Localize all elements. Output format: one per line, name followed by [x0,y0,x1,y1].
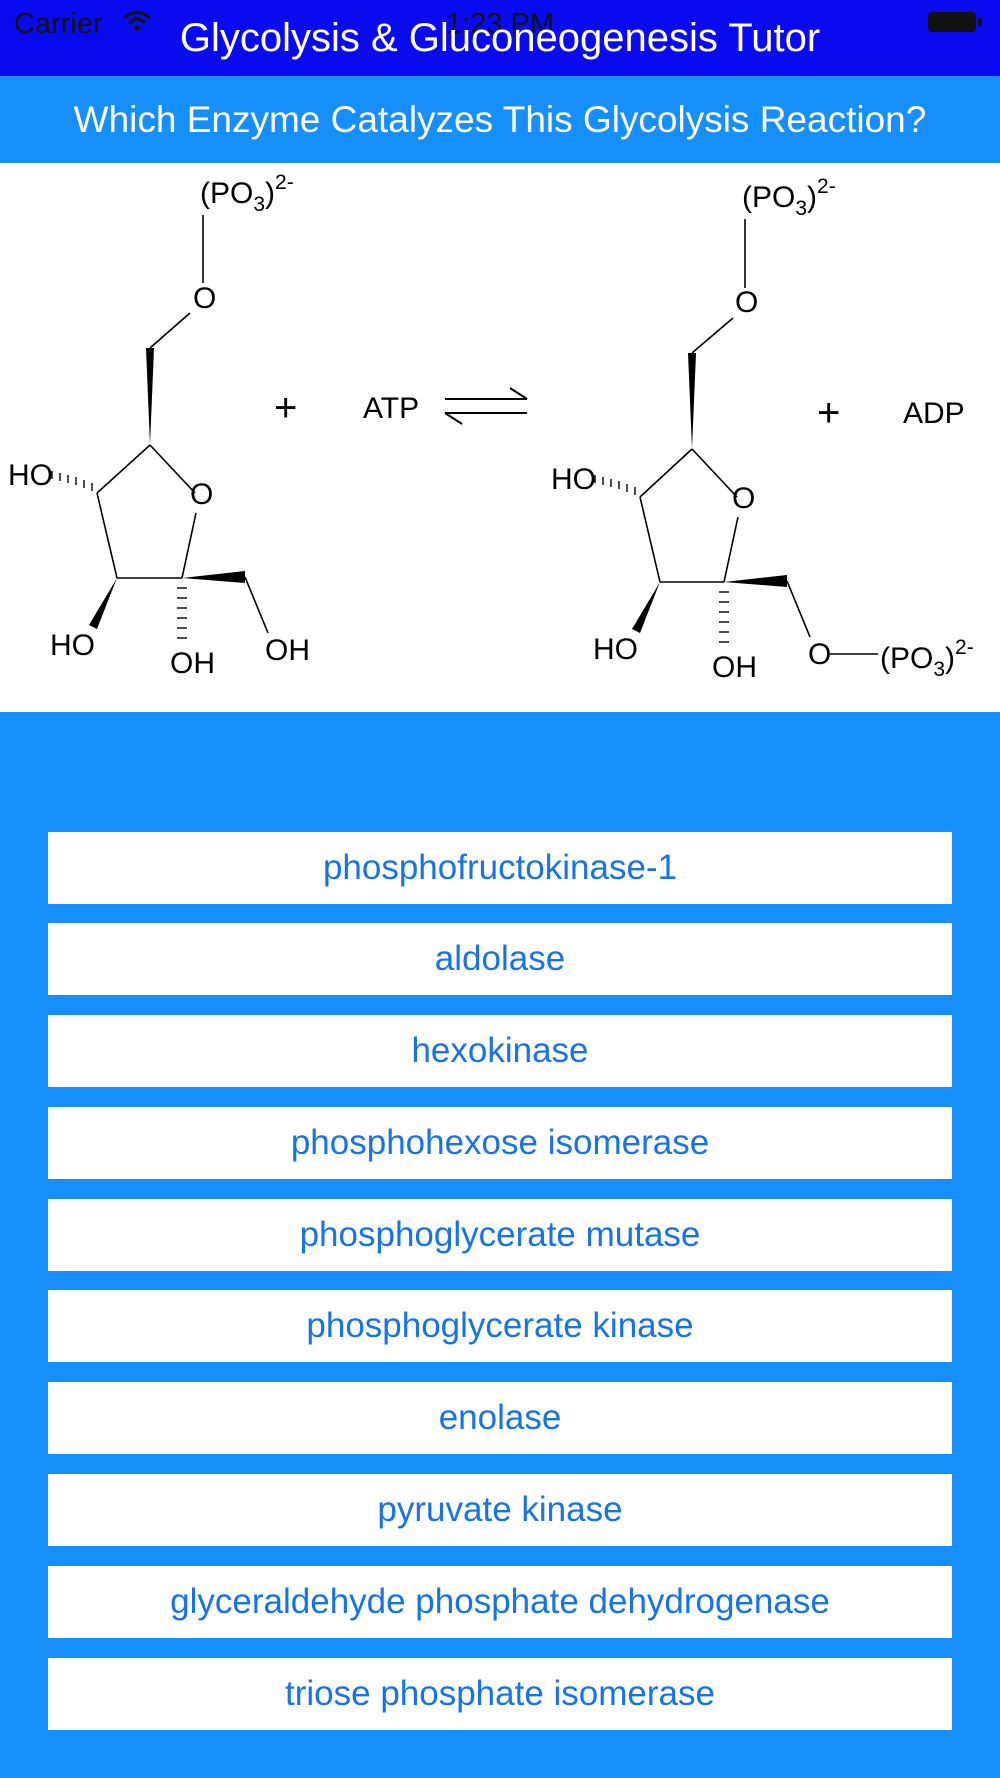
app-title: Glycolysis & Gluconeogenesis Tutor [179,16,821,60]
answer-button-glyceraldehyde-phosphate-dehydrogenase[interactable]: glyceraldehyde phosphate dehydrogenase [48,1566,952,1638]
product-link-o: O [735,286,758,319]
reaction-svg: (PO3)2- O O HO [8,171,974,684]
status-bar: Carrier 1:23 PM Glycolysis & Gluconeogen… [0,0,1000,76]
answer-button-phosphoglycerate-mutase[interactable]: phosphoglycerate mutase [48,1199,952,1271]
battery-icon [928,12,976,32]
reactant-structure: (PO3)2- O O HO [8,171,310,680]
answer-button-triose-phosphate-isomerase[interactable]: triose phosphate isomerase [48,1658,952,1730]
answer-button-phosphoglycerate-kinase[interactable]: phosphoglycerate kinase [48,1290,952,1362]
reactant-oh-right: OH [265,634,310,667]
product-phosphate-right-label: (PO3)2- [880,636,974,681]
answer-button-phosphohexose-isomerase[interactable]: phosphohexose isomerase [48,1107,952,1179]
cofactor-adp: ADP [903,397,965,430]
product-o-right: O [808,638,831,671]
answer-button-pyruvate-kinase[interactable]: pyruvate kinase [48,1474,952,1546]
carrier-label: Carrier [14,8,103,40]
answer-list: phosphofructokinase-1 aldolase hexokinas… [0,712,1000,1778]
product-ring-o: O [732,482,755,515]
product-ho-bottom: HO [593,633,638,666]
reactant-ho-left: HO [8,459,53,492]
status-time: 1:23 PM [446,8,554,40]
answer-button-phosphofructokinase-1[interactable]: phosphofructokinase-1 [48,832,952,904]
reactant-ho-bottom: HO [50,629,95,662]
battery-tip [978,18,982,26]
wifi-icon [122,10,152,39]
answer-button-hexokinase[interactable]: hexokinase [48,1015,952,1087]
reactant-ring-o: O [190,478,213,511]
reactant-link-o: O [193,282,216,315]
answer-button-enolase[interactable]: enolase [48,1382,952,1454]
answer-button-aldolase[interactable]: aldolase [48,923,952,995]
reaction-diagram: (PO3)2- O O HO [0,163,1000,712]
reactant-phosphate-label: (PO3)2- [200,171,294,216]
product-ho-left: HO [551,463,596,496]
question-header: Which Enzyme Catalyzes This Glycolysis R… [0,76,1000,163]
plus-sign-1: + [274,386,297,430]
product-oh-center: OH [712,651,757,684]
cofactor-atp: ATP [363,392,419,425]
product-phosphate-top-label: (PO3)2- [742,175,836,220]
plus-sign-2: + [817,391,840,435]
reactant-oh-center: OH [170,647,215,680]
equilibrium-arrows-icon [444,387,528,425]
